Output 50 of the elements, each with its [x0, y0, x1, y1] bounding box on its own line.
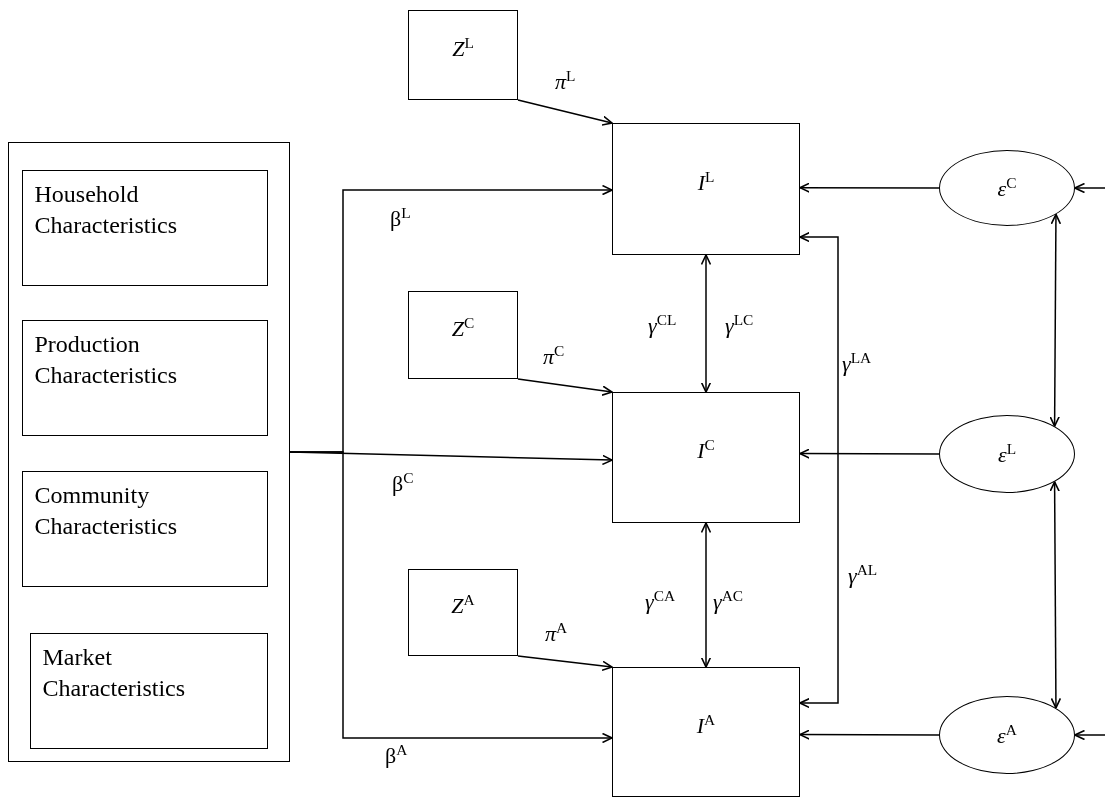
category-box: [21, 169, 268, 286]
category-box: [21, 470, 268, 587]
arrow: [517, 99, 613, 126]
category-label: Household Characteristics: [34, 179, 179, 240]
variable-label: I$^{L}$: [697, 166, 715, 197]
coefficient-label: γ$^{AL}$: [848, 562, 878, 588]
variable-label: I$^{C}$: [697, 435, 715, 466]
variable-box: [612, 392, 800, 523]
variable-box: [408, 291, 518, 379]
group-box: [8, 142, 290, 762]
variable-label: Z$^{C}$: [451, 312, 475, 343]
edge-label: β$^{L}$: [390, 205, 411, 231]
arrow: [700, 254, 712, 393]
category-label: Market Characteristics: [42, 642, 187, 703]
category-label: Production Characteristics: [34, 329, 179, 390]
category-label: Community Characteristics: [34, 480, 179, 541]
arrow: [517, 655, 613, 672]
edge-label: γ$^{CL}$: [648, 312, 677, 338]
edge-label: β$^{A}$: [385, 742, 408, 768]
arrow: [799, 448, 940, 459]
edge-label: π$^{C}$: [543, 343, 565, 369]
variable-label: Z$^{A}$: [451, 590, 475, 621]
arrow: [289, 451, 613, 744]
variable-box: [408, 569, 518, 656]
arrow: [1074, 182, 1105, 194]
variable-label: Z$^{L}$: [452, 32, 474, 63]
category-box: [29, 632, 268, 749]
coefficient-label: γ$^{AC}$: [713, 588, 744, 614]
edge-label: π$^{L}$: [555, 68, 576, 94]
edge-label: γ$^{LA}$: [842, 350, 872, 376]
arrow: [1049, 481, 1062, 709]
arrow: [799, 182, 940, 193]
edge-label: β$^{C}$: [392, 470, 414, 496]
category-box: [21, 319, 268, 436]
variable-box: [612, 667, 800, 797]
arrow: [799, 729, 940, 740]
arrow: [517, 378, 613, 396]
variable-label: ε$^{C}$: [997, 172, 1017, 203]
variable-box: [408, 10, 518, 100]
arrow: [1049, 213, 1062, 427]
arrow: [700, 522, 712, 668]
variable-label: ε$^{L}$: [997, 438, 1017, 469]
arrow: [1074, 729, 1105, 741]
edge-label: γ$^{CA}$: [645, 588, 676, 614]
edge-label: π$^{A}$: [545, 620, 568, 646]
variable-label: I$^{A}$: [696, 709, 716, 740]
variable-box: [612, 123, 800, 255]
arrow: [799, 231, 839, 709]
variable-label: ε$^{A}$: [997, 719, 1017, 750]
coefficient-label: γ$^{LC}$: [725, 312, 754, 338]
